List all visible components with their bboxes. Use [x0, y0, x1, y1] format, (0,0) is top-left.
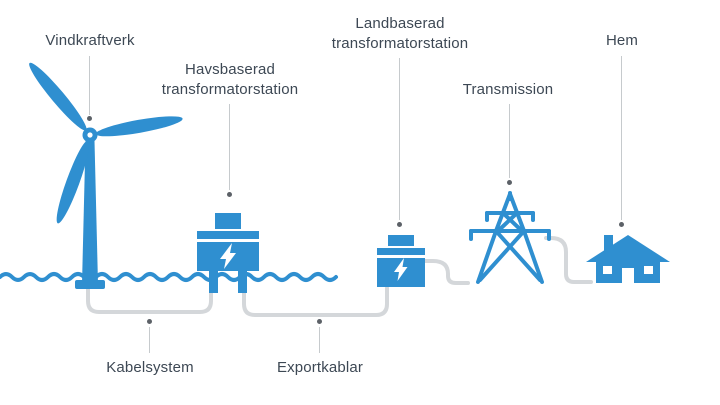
- cable-system-path: [86, 286, 213, 314]
- cables: [86, 236, 593, 317]
- transmission-tower-icon: [469, 191, 551, 284]
- leader-dot-export-cables: [317, 319, 322, 324]
- label-wind-turbine: Vindkraftverk: [45, 32, 135, 49]
- leader-dot-onshore-substation: [397, 222, 402, 227]
- leader-dot-offshore-substation: [227, 192, 232, 197]
- leader-dot-home: [619, 222, 624, 227]
- export-cable-path: [242, 286, 389, 317]
- leader-line-export-cables: [319, 327, 320, 353]
- label-transmission: Transmission: [462, 81, 554, 98]
- tower-to-home-cable: [544, 236, 593, 284]
- house-icon: [586, 235, 670, 283]
- label-home: Hem: [605, 32, 639, 49]
- leader-dot-cable-system: [147, 319, 152, 324]
- label-offshore-substation: Havsbaserad transformatorstation: [161, 61, 299, 98]
- substation-to-tower-cable: [422, 259, 470, 285]
- leader-line-home: [621, 56, 622, 220]
- leader-line-cable-system: [149, 327, 150, 353]
- leader-line-offshore-substation: [229, 104, 230, 190]
- onshore-substation-icon: [377, 235, 425, 287]
- label-cable-system: Kabelsystem: [106, 359, 194, 376]
- leader-dot-transmission: [507, 180, 512, 185]
- offshore-substation-icon: [197, 213, 259, 293]
- lightning-bolt-icon: [394, 258, 408, 281]
- label-export-cables: Exportkablar: [276, 359, 363, 376]
- label-onshore-substation: Landbaserad transformatorstation: [331, 15, 469, 52]
- water-line: [0, 272, 338, 282]
- wind-turbine-icon: [29, 62, 183, 289]
- leader-line-transmission: [509, 104, 510, 178]
- leader-line-wind-turbine: [89, 56, 90, 115]
- leader-dot-wind-turbine: [87, 116, 92, 121]
- leader-line-onshore-substation: [399, 58, 400, 220]
- lightning-bolt-icon: [220, 243, 236, 269]
